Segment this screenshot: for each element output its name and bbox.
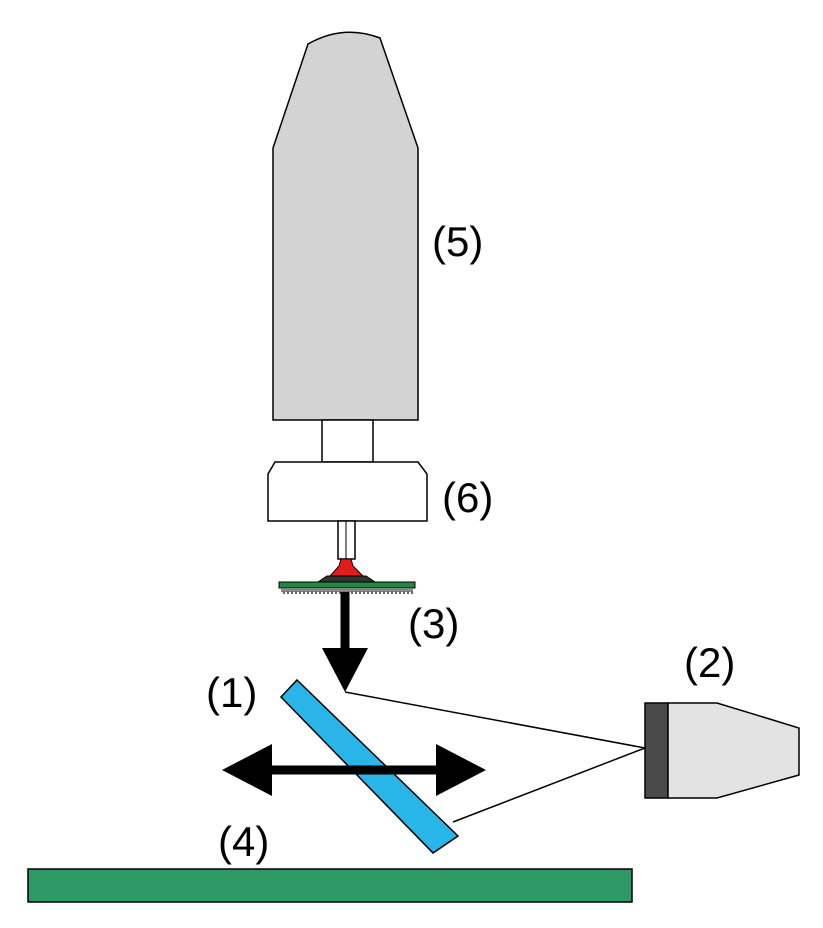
coupling-block bbox=[321, 419, 374, 463]
pcb-contact-pin bbox=[291, 591, 293, 594]
sight-line-lower bbox=[452, 747, 646, 823]
horizontal-arrow-head-left bbox=[222, 744, 272, 796]
pcb-contact-pin bbox=[399, 591, 401, 594]
pcb-contact-pin bbox=[339, 591, 341, 594]
pcb-contact-pin bbox=[411, 591, 413, 594]
pcb-contact-pin bbox=[283, 591, 285, 594]
machine-body bbox=[272, 31, 419, 421]
pcb-contact-pin bbox=[391, 591, 393, 594]
pcb-contact-pin bbox=[395, 591, 397, 594]
pcb-contact-pin bbox=[323, 591, 325, 594]
label-1: (1) bbox=[206, 669, 257, 716]
label-6: (6) bbox=[442, 474, 493, 521]
label-2: (2) bbox=[684, 639, 735, 686]
camera-body bbox=[667, 702, 800, 799]
sight-line-upper bbox=[344, 691, 646, 749]
picked-pcb bbox=[278, 581, 416, 589]
pcb-contact-pin bbox=[307, 591, 309, 594]
label-4: (4) bbox=[218, 818, 269, 865]
pcb-contact-pin bbox=[407, 591, 409, 594]
pcb-contact-pin bbox=[303, 591, 305, 594]
horizontal-arrow-head-right bbox=[436, 744, 486, 796]
label-5: (5) bbox=[432, 218, 483, 265]
base-board bbox=[27, 868, 633, 903]
pcb-contact-pin bbox=[335, 591, 337, 594]
pcb-contact-pin bbox=[319, 591, 321, 594]
pcb-contacts bbox=[281, 589, 413, 594]
pcb-contact-pin bbox=[367, 591, 369, 594]
pcb-contact-pin bbox=[363, 591, 365, 594]
pcb-contact-pin bbox=[375, 591, 377, 594]
downward-arrow-head bbox=[322, 648, 368, 692]
pcb-contact-pin bbox=[383, 591, 385, 594]
pcb-contact-pin bbox=[379, 591, 381, 594]
pcb-contact-pin bbox=[287, 591, 289, 594]
label-3: (3) bbox=[408, 600, 459, 647]
pcb-contact-pin bbox=[355, 591, 357, 594]
pcb-contact-pin bbox=[371, 591, 373, 594]
pcb-contact-pin bbox=[327, 591, 329, 594]
vacuum-nozzle bbox=[328, 558, 365, 577]
pcb-contact-pin bbox=[295, 591, 297, 594]
component-body bbox=[316, 575, 377, 583]
pcb-contact-pin bbox=[311, 591, 313, 594]
pcb-contact-pin bbox=[331, 591, 333, 594]
pcb-contact-pin bbox=[351, 591, 353, 594]
pcb-contact-pin bbox=[359, 591, 361, 594]
camera-lens-cap bbox=[644, 702, 669, 799]
pcb-contact-pin bbox=[315, 591, 317, 594]
head-housing bbox=[267, 461, 428, 522]
pcb-contact-pin bbox=[403, 591, 405, 594]
pcb-contact-pin bbox=[299, 591, 301, 594]
pcb-contact-pin bbox=[387, 591, 389, 594]
